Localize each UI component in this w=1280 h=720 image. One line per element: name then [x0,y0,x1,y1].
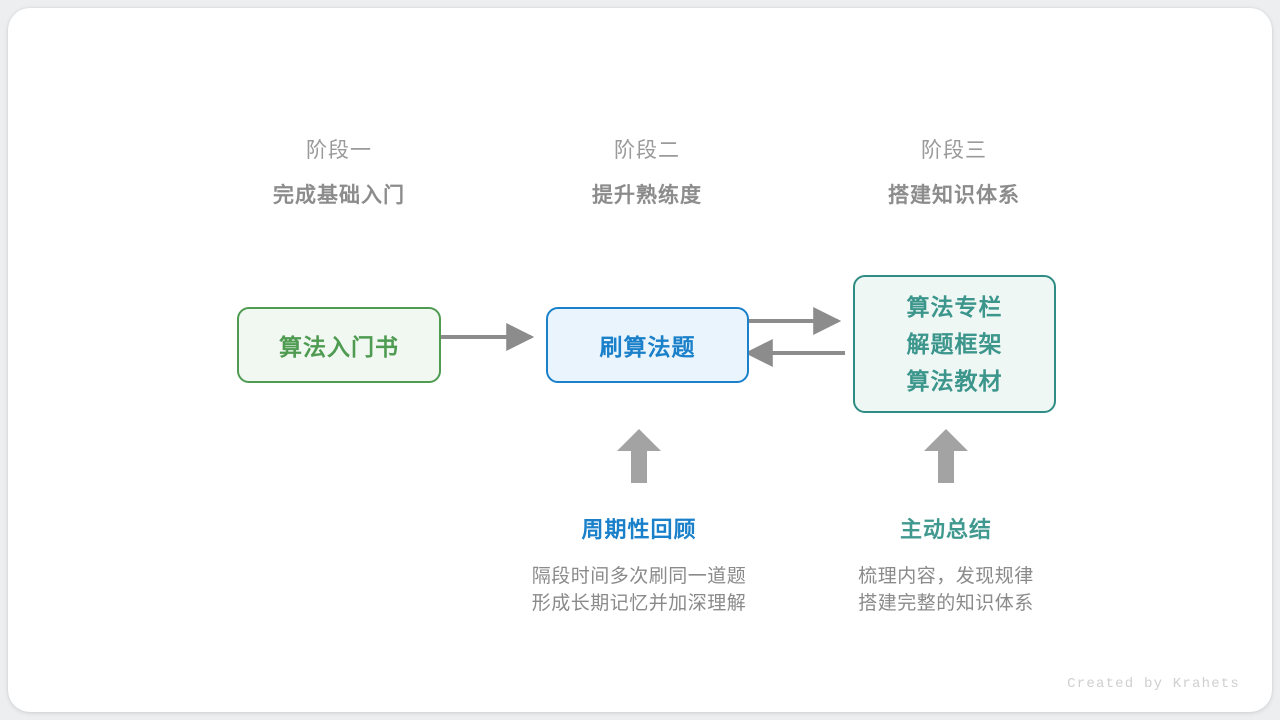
node-label-line-3: 算法教材 [906,367,1003,394]
stage-label-3: 阶段三 [921,139,987,162]
note-description-line-2: 搭建完整的知识体系 [858,593,1034,614]
node-label-line-2: 解题框架 [906,330,1003,357]
node-label: 算法入门书 [279,334,399,360]
stage-header-2: 阶段二 提升熟练度 [517,140,777,206]
note-description: 隔段时间多次刷同一道题 形成长期记忆并加深理解 [489,563,789,617]
note-periodic-review: 周期性回顾 隔段时间多次刷同一道题 形成长期记忆并加深理解 [489,519,789,617]
stage-title-3: 搭建知识体系 [888,184,1020,207]
note-description-line-1: 梳理内容，发现规律 [858,566,1034,587]
node-label: 刷算法题 [599,334,696,360]
credit-text: Created by Krahets [1067,676,1240,692]
stage-label-1: 阶段一 [306,139,372,162]
note-description: 梳理内容，发现规律 搭建完整的知识体系 [796,563,1096,617]
node-practice-problems[interactable]: 刷算法题 [546,307,749,383]
arrow-up-review [617,429,661,483]
stage-header-3: 阶段三 搭建知识体系 [824,140,1084,206]
note-title: 主动总结 [899,517,992,542]
note-title: 周期性回顾 [581,517,697,542]
stage-title-1: 完成基础入门 [273,184,405,207]
note-description-line-1: 隔段时间多次刷同一道题 [531,566,747,587]
stage-title-2: 提升熟练度 [592,184,702,207]
stage-label-2: 阶段二 [614,139,680,162]
stage-header-1: 阶段一 完成基础入门 [209,140,469,206]
note-active-summary: 主动总结 梳理内容，发现规律 搭建完整的知识体系 [796,519,1096,617]
node-algorithm-intro-book[interactable]: 算法入门书 [237,307,441,383]
note-description-line-2: 形成长期记忆并加深理解 [531,593,747,614]
node-knowledge-resources[interactable]: 算法专栏 解题框架 算法教材 [853,275,1056,413]
diagram-card: 阶段一 完成基础入门 阶段二 提升熟练度 阶段三 搭建知识体系 算法入门书 刷算… [8,8,1272,712]
node-label-line-1: 算法专栏 [906,293,1003,320]
arrow-up-summary [924,429,968,483]
